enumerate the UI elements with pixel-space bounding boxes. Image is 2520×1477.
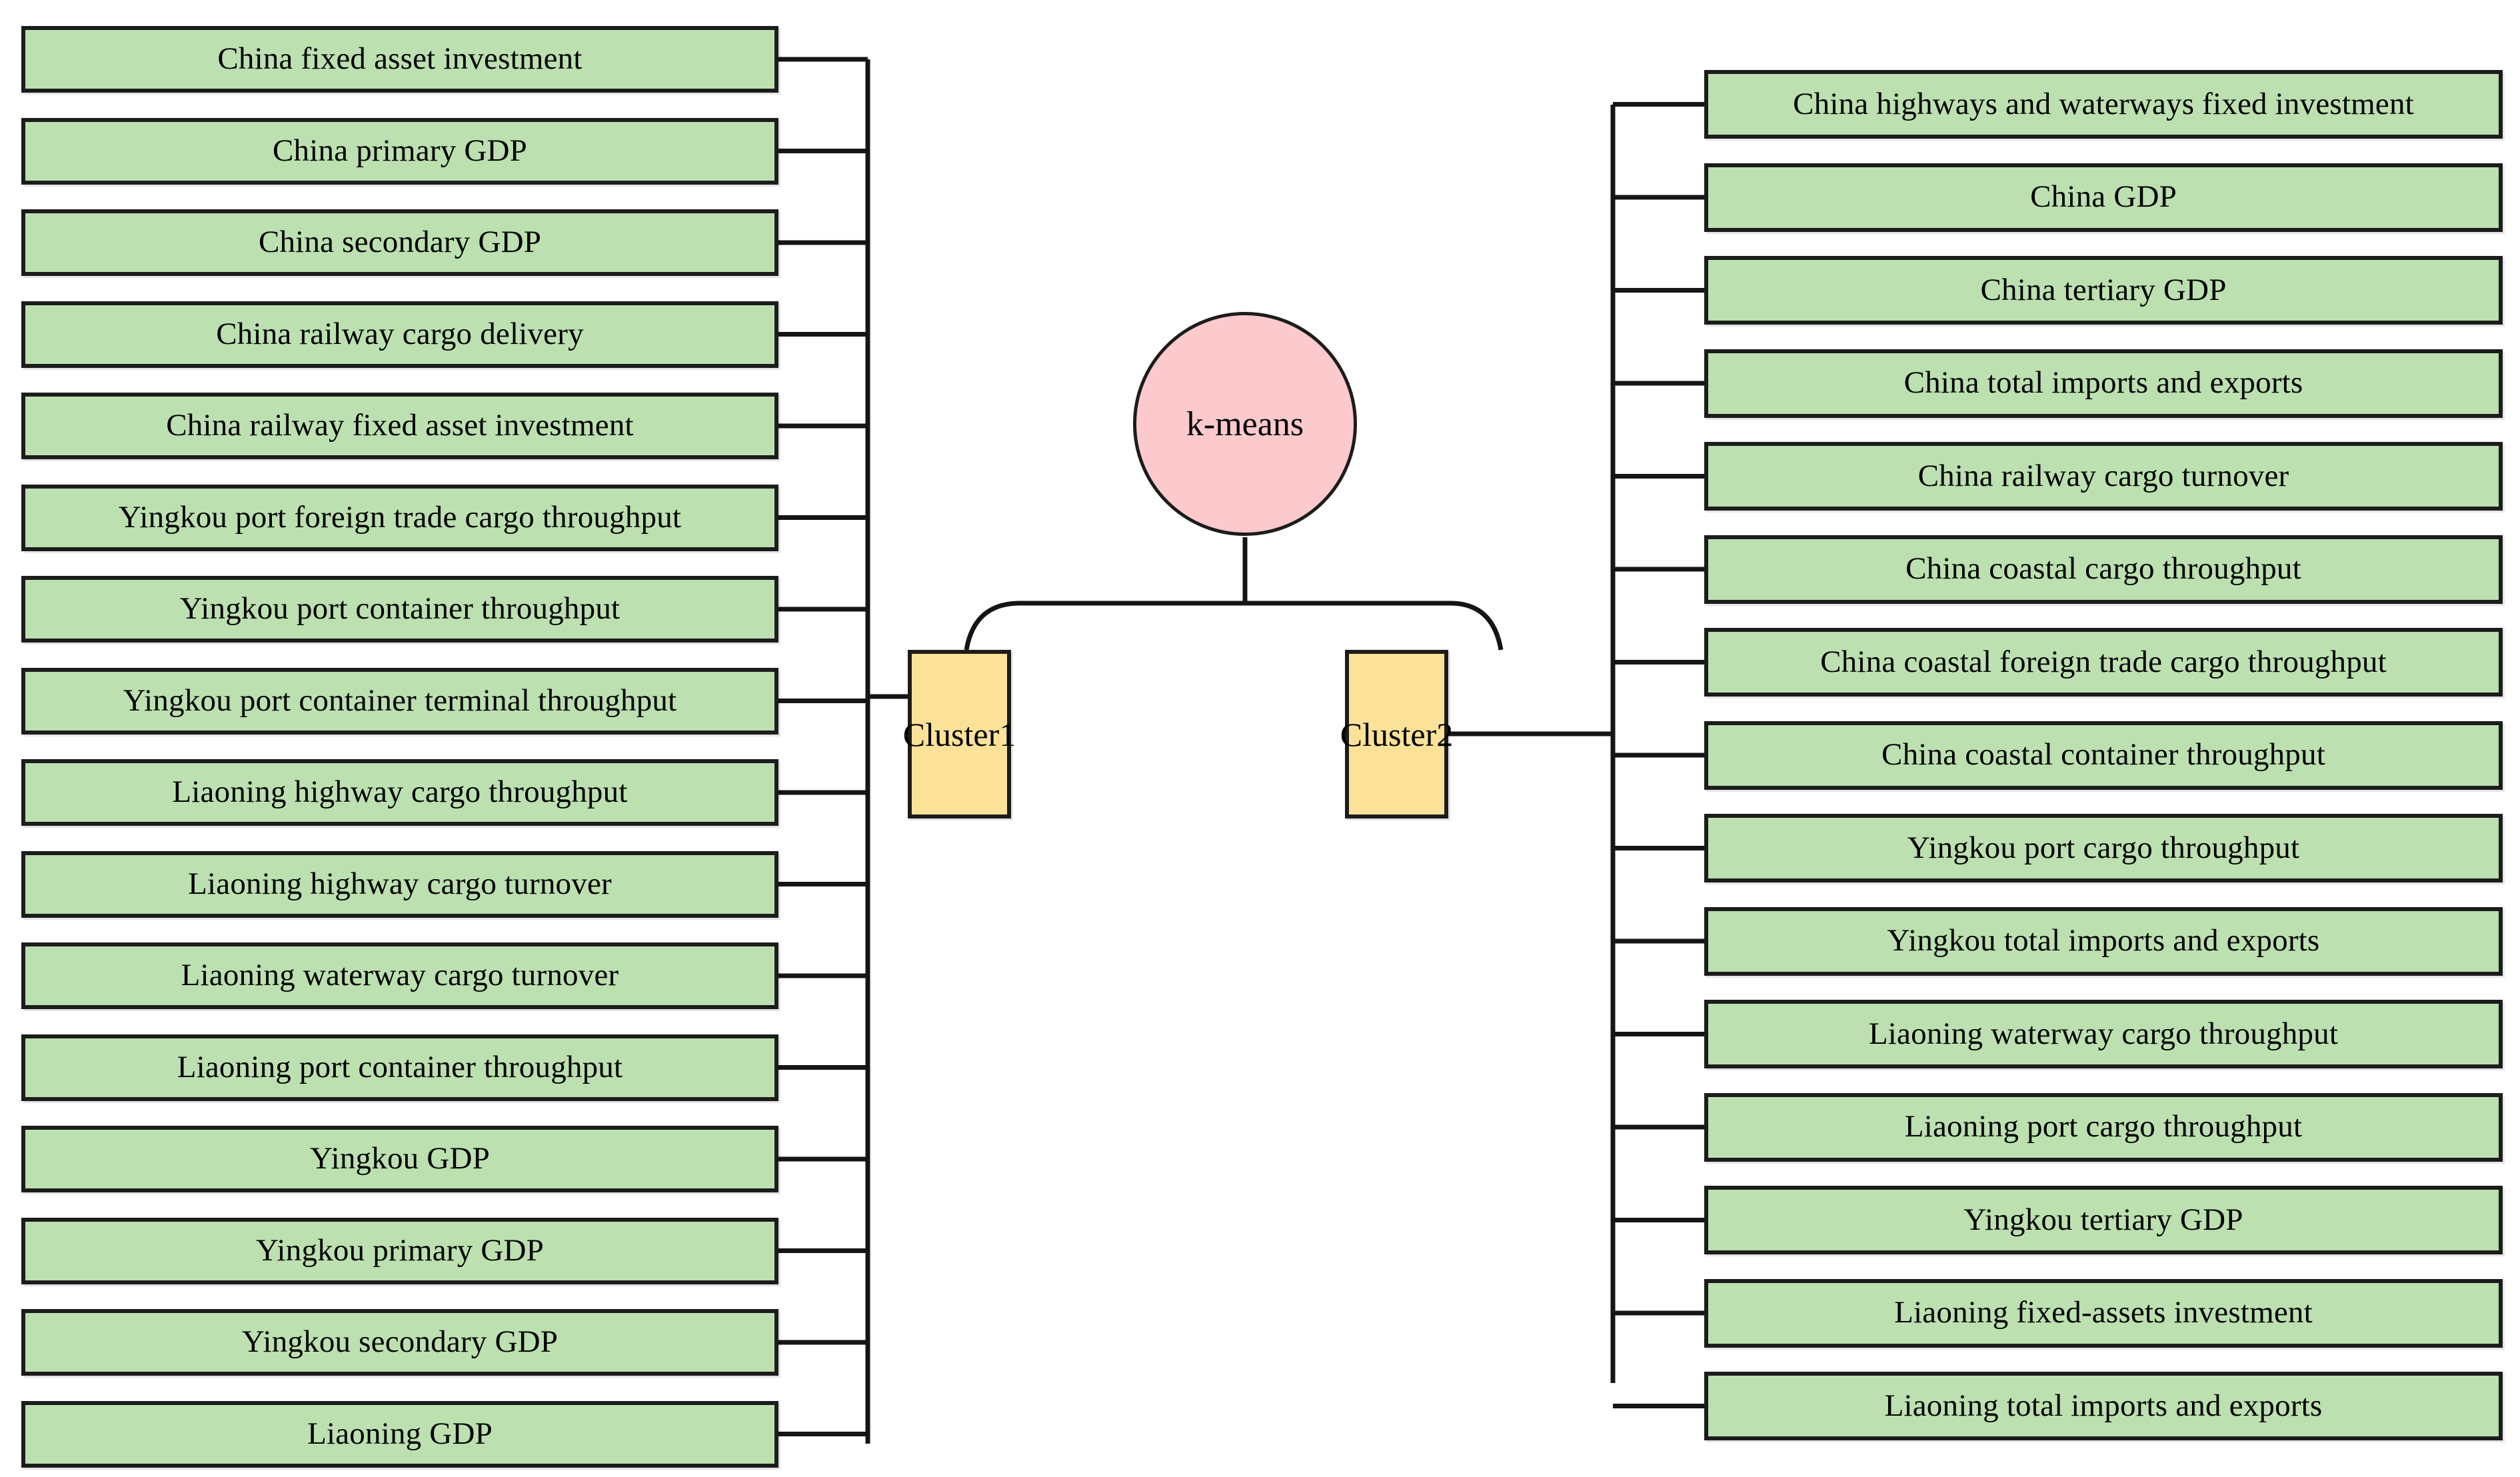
cluster2-item-3[interactable]: China tertiary GDP — [1704, 256, 2503, 325]
cluster1-item-16[interactable]: Liaoning GDP — [21, 1400, 778, 1468]
cluster1-item-label: China primary GDP — [273, 133, 527, 168]
cluster2-item-5[interactable]: China railway cargo turnover — [1704, 442, 2503, 511]
cluster1-item-11[interactable]: Liaoning waterway cargo turnover — [21, 942, 778, 1009]
cluster1-label: Cluster1 — [902, 715, 1016, 753]
kmeans-root-label: k-means — [1186, 405, 1304, 443]
cluster2-item-8[interactable]: China coastal container throughput — [1704, 721, 2503, 790]
cluster2-item-11[interactable]: Liaoning waterway cargo throughput — [1704, 1000, 2503, 1068]
cluster2-item-label: China coastal cargo throughput — [1905, 551, 2301, 587]
cluster1-item-2[interactable]: China primary GDP — [21, 117, 778, 185]
cluster2-item-label: China total imports and exports — [1903, 365, 2303, 401]
cluster2-item-15[interactable]: Liaoning total imports and exports — [1704, 1372, 2503, 1440]
cluster1-item-label: Liaoning GDP — [307, 1416, 493, 1451]
cluster1-item-label: Yingkou port container terminal throughp… — [123, 683, 677, 718]
kmeans-root-node[interactable]: k-means — [1133, 312, 1357, 536]
cluster2-item-label: China coastal foreign trade cargo throug… — [1820, 644, 2387, 679]
cluster2-item-13[interactable]: Yingkou tertiary GDP — [1704, 1186, 2503, 1254]
cluster1-item-14[interactable]: Yingkou primary GDP — [21, 1217, 778, 1284]
cluster1-item-label: Liaoning port container throughput — [177, 1049, 623, 1084]
left-leaf-stubs — [778, 57, 868, 1436]
cluster2-item-9[interactable]: Yingkou port cargo throughput — [1704, 814, 2503, 882]
cluster2-item-2[interactable]: China GDP — [1704, 163, 2503, 232]
branch-to-cluster1 — [964, 601, 1245, 651]
cluster2-item-label: Liaoning fixed-assets investment — [1894, 1295, 2313, 1330]
cluster1-item-label: China secondary GDP — [258, 225, 542, 260]
cluster2-item-label: Liaoning port cargo throughput — [1904, 1109, 2303, 1144]
cluster2-item-label: China tertiary GDP — [1980, 272, 2227, 307]
cluster2-item-label: China highways and waterways fixed inves… — [1793, 86, 2414, 121]
cluster2-item-label: China coastal container throughput — [1882, 737, 2325, 772]
cluster1-item-label: China fixed asset investment — [217, 41, 583, 77]
cluster1-item-label: Liaoning highway cargo turnover — [188, 866, 612, 901]
cluster1-item-label: China railway cargo delivery — [216, 316, 584, 351]
cluster2-item-4[interactable]: China total imports and exports — [1704, 349, 2503, 418]
cluster1-item-label: China railway fixed asset investment — [166, 408, 634, 443]
cluster1-item-3[interactable]: China secondary GDP — [21, 209, 778, 276]
cluster1-item-label: Liaoning highway cargo throughput — [172, 774, 628, 810]
cluster1-item-1[interactable]: China fixed asset investment — [21, 26, 778, 93]
cluster2-item-7[interactable]: China coastal foreign trade cargo throug… — [1704, 628, 2503, 697]
cluster1-item-label: Yingkou port foreign trade cargo through… — [118, 499, 682, 535]
cluster2-item-label: Liaoning total imports and exports — [1884, 1388, 2323, 1423]
cluster1-item-label: Yingkou primary GDP — [255, 1232, 544, 1268]
cluster1-item-6[interactable]: Yingkou port foreign trade cargo through… — [21, 484, 778, 551]
cluster2-item-label: China GDP — [2030, 179, 2177, 215]
cluster1-item-label: Yingkou port container throughput — [179, 591, 621, 627]
branch-to-cluster2 — [1245, 601, 1504, 651]
cluster2-item-label: Yingkou total imports and exports — [1887, 923, 2320, 958]
cluster1-item-7[interactable]: Yingkou port container throughput — [21, 576, 778, 643]
cluster1-node[interactable]: Cluster1 — [903, 650, 1016, 818]
right-leaf-stubs — [1613, 102, 1704, 1408]
cluster1-item-12[interactable]: Liaoning port container throughput — [21, 1034, 778, 1101]
cluster2-item-label: China railway cargo turnover — [1917, 458, 2289, 493]
cluster1-item-10[interactable]: Liaoning highway cargo turnover — [21, 850, 778, 918]
cluster2-item-12[interactable]: Liaoning port cargo throughput — [1704, 1092, 2503, 1162]
cluster1-item-label: Liaoning waterway cargo turnover — [181, 958, 619, 993]
cluster2-label: Cluster2 — [1340, 715, 1454, 753]
cluster1-item-15[interactable]: Yingkou secondary GDP — [21, 1309, 778, 1376]
cluster1-item-4[interactable]: China railway cargo delivery — [21, 301, 778, 368]
cluster2-item-10[interactable]: Yingkou total imports and exports — [1704, 906, 2503, 976]
cluster1-item-label: Yingkou secondary GDP — [241, 1324, 559, 1360]
cluster1-item-9[interactable]: Liaoning highway cargo throughput — [21, 759, 778, 826]
cluster1-item-13[interactable]: Yingkou GDP — [21, 1126, 778, 1192]
cluster2-item-label: Liaoning waterway cargo throughput — [1868, 1016, 2339, 1051]
cluster2-item-label: Yingkou tertiary GDP — [1963, 1202, 2243, 1237]
cluster1-item-5[interactable]: China railway fixed asset investment — [21, 393, 778, 459]
cluster1-item-8[interactable]: Yingkou port container terminal throughp… — [21, 667, 778, 735]
cluster2-node[interactable]: Cluster2 — [1340, 650, 1453, 818]
cluster2-item-1[interactable]: China highways and waterways fixed inves… — [1704, 70, 2503, 139]
cluster2-item-14[interactable]: Liaoning fixed-assets investment — [1704, 1278, 2503, 1348]
cluster2-item-6[interactable]: China coastal cargo throughput — [1704, 535, 2503, 604]
cluster2-item-label: Yingkou port cargo throughput — [1907, 830, 2300, 865]
cluster1-item-label: Yingkou GDP — [310, 1141, 490, 1176]
